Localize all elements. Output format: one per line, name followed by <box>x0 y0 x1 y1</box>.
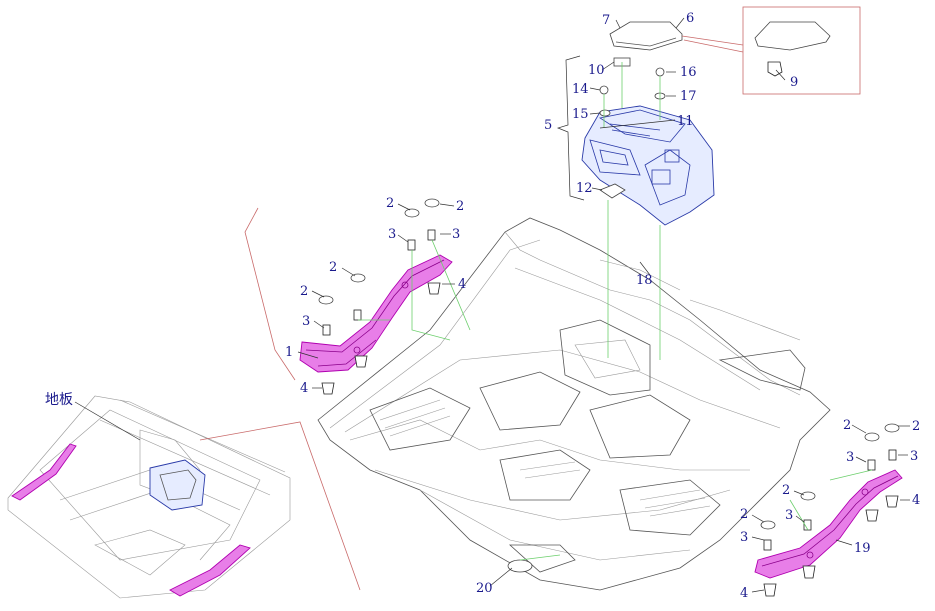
callout-15: 15 <box>572 107 589 122</box>
callout-6: 6 <box>686 11 694 26</box>
console-lid <box>609 21 683 51</box>
callout-19: 19 <box>854 541 871 556</box>
callout-1: 1 <box>285 345 293 360</box>
callout-9: 9 <box>790 75 798 90</box>
callout-20: 20 <box>476 581 493 596</box>
leader-lines <box>297 17 910 593</box>
inset-floor-overview: 地板 <box>7 392 291 599</box>
callout-10: 10 <box>588 63 605 78</box>
callout-3: 3 <box>388 227 396 242</box>
callout-14: 14 <box>572 82 589 97</box>
callout-2: 2 <box>329 260 337 275</box>
assembly-guide-lines <box>358 35 873 561</box>
callout-4: 4 <box>740 586 748 601</box>
callout-11: 11 <box>677 114 694 129</box>
group-5-bracket <box>556 55 585 201</box>
floor-pan <box>317 217 831 591</box>
left-fasteners <box>318 198 441 395</box>
callout-2: 2 <box>386 196 394 211</box>
callout-3: 3 <box>452 227 460 242</box>
callout-3: 3 <box>910 449 918 464</box>
left-bracket-line <box>244 207 296 381</box>
inset-label: 地板 <box>45 392 73 408</box>
callout-4: 4 <box>300 381 308 396</box>
callout-2: 2 <box>782 483 790 498</box>
part-12 <box>599 183 626 199</box>
callout-3: 3 <box>846 450 854 465</box>
detail-box <box>742 6 861 95</box>
callout-2: 2 <box>843 418 851 433</box>
callout-3: 3 <box>740 530 748 545</box>
center-console <box>581 105 715 226</box>
right-rail <box>754 469 903 579</box>
callout-numbers: 1 2 2 2 2 2 2 2 2 3 3 3 3 3 3 3 4 4 4 4 … <box>285 11 920 601</box>
callout-2: 2 <box>456 199 464 214</box>
right-fasteners <box>760 423 900 597</box>
callout-12: 12 <box>576 181 593 196</box>
callout-16: 16 <box>680 65 697 80</box>
callout-4: 4 <box>912 493 920 508</box>
bolt-16 <box>655 67 665 77</box>
callout-17: 17 <box>680 89 697 104</box>
left-rail <box>299 254 453 373</box>
callout-2: 2 <box>912 419 920 434</box>
callout-3: 3 <box>302 314 310 329</box>
callout-2: 2 <box>740 507 748 522</box>
callout-4: 4 <box>458 277 466 292</box>
inset-divider-line <box>199 421 361 591</box>
plug-20 <box>507 559 533 573</box>
callout-7: 7 <box>602 13 610 28</box>
callout-5: 5 <box>544 118 552 133</box>
bolt-14 <box>599 85 609 95</box>
callout-18: 18 <box>636 273 653 288</box>
washer-15 <box>599 109 611 117</box>
callout-3: 3 <box>785 508 793 523</box>
callout-2: 2 <box>300 284 308 299</box>
